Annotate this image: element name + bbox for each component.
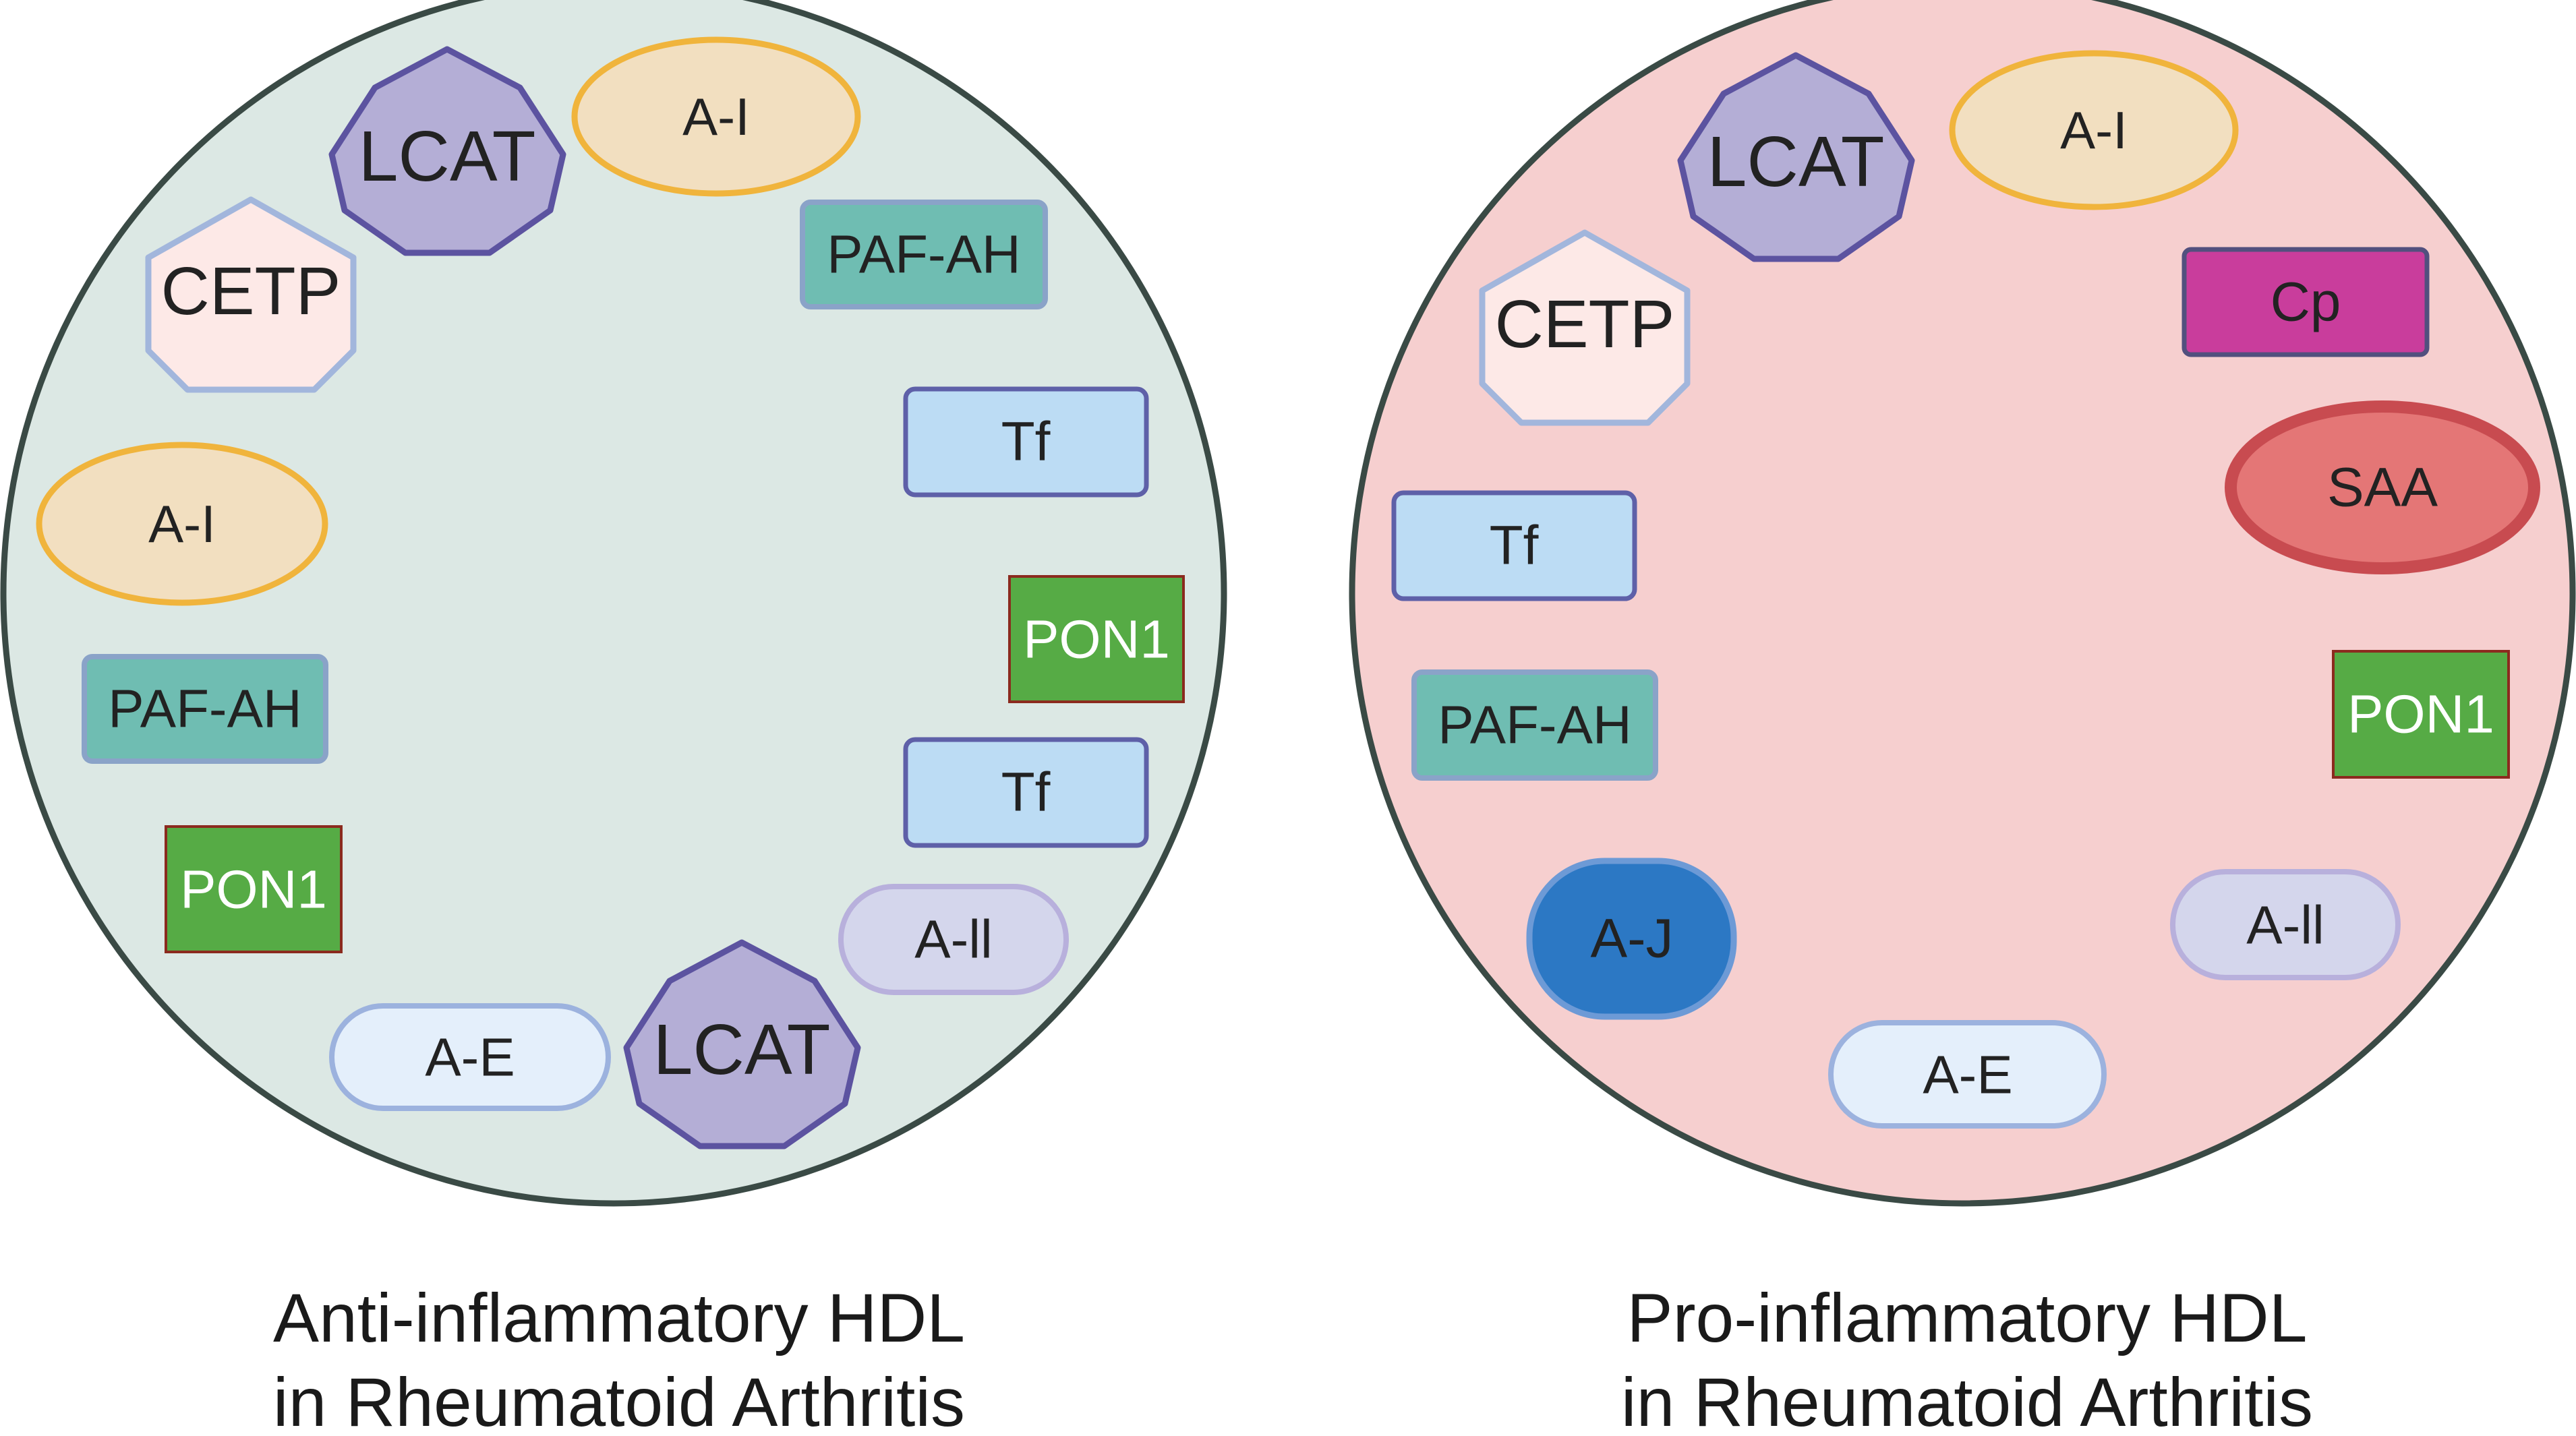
- apoa1-protein: A-I: [36, 442, 328, 606]
- panel-caption-line1: Anti-inflammatory HDL: [273, 1280, 965, 1356]
- ceruloplasmin-protein: Cp: [2182, 247, 2430, 357]
- paf-ah-label: PAF-AH: [827, 225, 1020, 285]
- panel-caption-line2: in Rheumatoid Arthritis: [1621, 1364, 2313, 1436]
- paf-ah-protein: PAF-AH: [800, 200, 1048, 309]
- apoe-label: A-E: [1923, 1045, 2012, 1105]
- pon1-protein: PON1: [2332, 650, 2510, 779]
- cetp-protein: CETP: [1479, 229, 1691, 426]
- transferrin-protein: Tf: [1391, 490, 1637, 601]
- cetp-protein: CETP: [145, 196, 357, 393]
- pon1-protein: PON1: [165, 825, 343, 953]
- apoa1-protein: A-I: [1949, 50, 2239, 210]
- panel-caption-line2: in Rheumatoid Arthritis: [273, 1364, 965, 1436]
- paf-ah-protein: PAF-AH: [1411, 669, 1658, 781]
- apoe-protein: A-E: [329, 1003, 611, 1111]
- apoa2-protein: A-ll: [2170, 869, 2401, 980]
- lcat-protein: LCAT: [623, 939, 861, 1149]
- apoa1-label: A-I: [2060, 100, 2128, 160]
- lcat-label: LCAT: [1707, 122, 1884, 202]
- cetp-label: CETP: [161, 253, 341, 329]
- apoe-protein: A-E: [1828, 1020, 2107, 1129]
- apoa1-label: A-I: [682, 87, 750, 146]
- lcat-label: LCAT: [653, 1010, 830, 1089]
- paf-ah-label: PAF-AH: [108, 679, 301, 739]
- apoa1-protein: A-I: [571, 36, 861, 197]
- transferrin-label: Tf: [1001, 411, 1051, 473]
- apoe-label: A-E: [425, 1027, 515, 1087]
- apoj-protein: A-J: [1526, 858, 1737, 1020]
- pon1-label: PON1: [2347, 684, 2494, 744]
- transferrin-label: Tf: [1490, 515, 1539, 576]
- apoa2-label: A-ll: [914, 909, 993, 969]
- apoa2-protein: A-ll: [838, 884, 1069, 995]
- paf-ah-protein: PAF-AH: [82, 654, 328, 764]
- apoj-label: A-J: [1591, 908, 1674, 969]
- transferrin-label: Tf: [1001, 762, 1051, 823]
- lcat-protein: LCAT: [1677, 52, 1915, 262]
- pon1-label: PON1: [1023, 609, 1170, 669]
- lcat-protein: LCAT: [328, 46, 566, 256]
- transferrin-protein: Tf: [903, 737, 1149, 848]
- panel-caption-line1: Pro-inflammatory HDL: [1627, 1280, 2308, 1356]
- apoa2-label: A-ll: [2246, 895, 2324, 955]
- lcat-label: LCAT: [358, 117, 535, 196]
- serum-amyloid-a-protein: SAA: [2225, 400, 2540, 574]
- pro-inflammatory-panel: LCAT A-I CETP Cp SAA Tf PA: [1349, 0, 2576, 1436]
- apoa1-label: A-I: [148, 494, 216, 554]
- pon1-protein: PON1: [1008, 575, 1185, 703]
- ceruloplasmin-label: Cp: [2271, 272, 2341, 333]
- serum-amyloid-a-label: SAA: [2327, 457, 2438, 518]
- cetp-label: CETP: [1495, 287, 1675, 362]
- pon1-label: PON1: [180, 860, 327, 920]
- transferrin-protein: Tf: [903, 386, 1149, 498]
- paf-ah-label: PAF-AH: [1438, 695, 1631, 755]
- anti-inflammatory-panel: LCAT A-I PAF-AH CETP Tf A-I: [0, 0, 1227, 1436]
